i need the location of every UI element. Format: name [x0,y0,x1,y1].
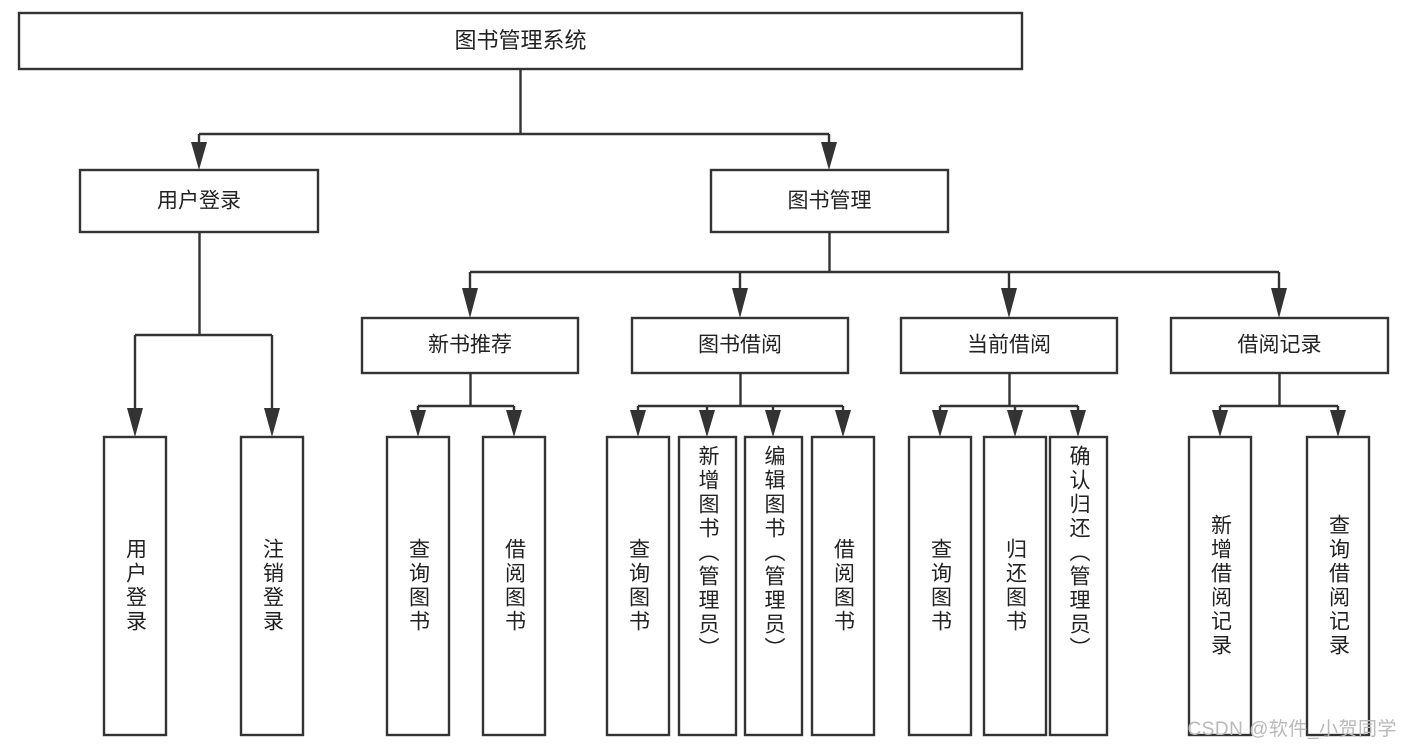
arrowhead-leaf-add-book [699,410,715,437]
arrowhead-leaf-confirm-return [1070,410,1086,437]
node-book-borrow[interactable]: 图书借阅 [630,316,850,375]
leaf-query-borrow-record-box[interactable] [1305,435,1371,737]
leaf-query-book-borrow-box[interactable] [605,435,671,737]
node-borrow-record-box[interactable] [1169,316,1390,375]
leaf-borrow-book-box[interactable] [810,435,876,737]
connector-group-borrow-record [1212,373,1346,437]
node-current-borrow-label: 当前借阅 [967,334,1051,357]
arrowhead-leaf-query-book-current [932,410,948,437]
arrowhead-leaf-user-login [127,408,143,437]
node-user-login-box[interactable] [78,168,320,234]
arrowhead-book-manage [821,142,837,170]
node-root[interactable]: 图书管理系统 [17,11,1024,71]
node-book-borrow-label: 图书借阅 [698,334,782,357]
node-book-manage-box[interactable] [709,168,950,234]
leaf-add-borrow-record-box[interactable] [1187,435,1253,737]
arrowhead-leaf-borrow-book [835,410,851,437]
leaf-user-logout-box[interactable] [239,435,305,737]
connector-group-book-manage [462,232,1287,318]
node-new-book-recommend-box[interactable] [360,316,580,375]
node-borrow-record-label: 借阅记录 [1238,334,1322,357]
arrowhead-leaf-user-logout [264,408,280,437]
leaf-edit-book-box[interactable] [743,435,804,737]
leaf-user-login-box[interactable] [102,435,168,737]
node-user-login-label: 用户登录 [157,190,241,213]
leaf-borrow-book-rec-box[interactable] [481,435,547,737]
node-user-login[interactable]: 用户登录 [78,168,320,234]
connector-group-new-book-recommend [410,373,522,437]
node-book-manage[interactable]: 图书管理 [709,168,950,234]
leaf-confirm-return-box[interactable] [1048,435,1109,737]
csdn-watermark: CSDN @软件_小贺同学 [1187,719,1397,740]
arrowhead-new-book-recommend [462,288,478,318]
arrowhead-leaf-query-book-borrow [630,410,646,437]
node-book-borrow-box[interactable] [630,316,850,375]
arrowhead-borrow-record [1271,288,1287,318]
arrowhead-leaf-return-book [1007,410,1023,437]
arrowhead-leaf-borrow-book-rec [506,410,522,437]
arrowhead-current-borrow [1001,288,1017,318]
leaf-return-book-box[interactable] [982,435,1048,737]
leaf-query-book-rec-box[interactable] [385,435,451,737]
connector-group-current-borrow [932,373,1086,437]
node-borrow-record[interactable]: 借阅记录 [1169,316,1390,375]
arrowhead-leaf-add-borrow-record [1212,410,1228,437]
connector-group-book-borrow [630,373,851,437]
node-new-book-recommend[interactable]: 新书推荐 [360,316,580,375]
node-current-borrow[interactable]: 当前借阅 [899,316,1119,375]
arrowhead-book-borrow [732,288,748,318]
connector-group-user-login [127,232,280,437]
node-current-borrow-box[interactable] [899,316,1119,375]
arrowhead-user-login [191,142,207,170]
arrowhead-leaf-query-borrow-record [1330,410,1346,437]
node-book-manage-label: 图书管理 [788,190,872,213]
connector-group-root [191,69,837,170]
arrowhead-leaf-query-book-rec [410,410,426,437]
leaf-query-book-current-box[interactable] [907,435,973,737]
arrowhead-leaf-edit-book [765,410,781,437]
leaf-boxes [102,435,1371,737]
node-new-book-recommend-label: 新书推荐 [428,334,512,357]
node-root-box[interactable] [17,11,1024,71]
leaf-add-book-box[interactable] [677,435,738,737]
node-root-label: 图书管理系统 [454,28,586,53]
